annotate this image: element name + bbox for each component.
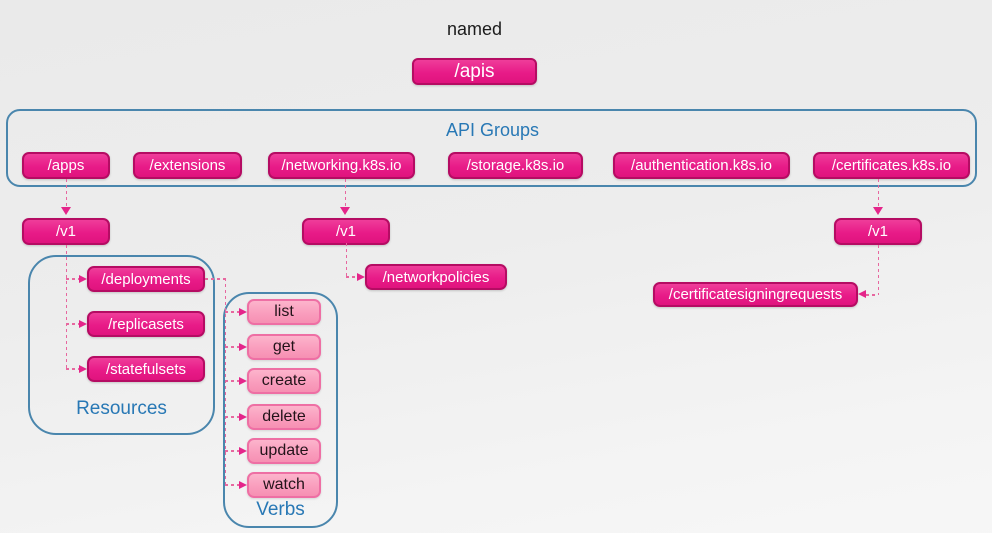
- connector-v1-deployments: [66, 278, 80, 280]
- connector-verb-get: [225, 346, 240, 348]
- node-apis: /apis: [412, 58, 537, 85]
- node-verb-delete: delete: [247, 404, 321, 430]
- node-v1-apps: /v1: [22, 218, 110, 245]
- node-group-apps: /apps: [22, 152, 110, 179]
- node-v1-certificates: /v1: [834, 218, 922, 245]
- node-verb-watch: watch: [247, 472, 321, 498]
- arrowhead-networking-to-v1: [340, 207, 350, 215]
- node-statefulsets: /statefulsets: [87, 356, 205, 382]
- connector-certificates-to-v1: [877, 179, 879, 207]
- node-group-networking: /networking.k8s.io: [268, 152, 415, 179]
- connector-verb-delete: [225, 416, 240, 418]
- connector-v1-csr-v: [877, 245, 879, 295]
- arrowhead-verb-update: [239, 446, 247, 455]
- arrowhead-replicasets: [79, 319, 87, 328]
- arrowhead-apps-to-v1: [61, 207, 71, 215]
- arrowhead-verb-list: [239, 307, 247, 316]
- arrowhead-verb-create: [239, 376, 247, 385]
- node-verb-create: create: [247, 368, 321, 394]
- arrowhead-networkpolicies: [357, 272, 365, 281]
- arrowhead-verb-get: [239, 342, 247, 351]
- arrowhead-certificates-to-v1: [873, 207, 883, 215]
- api-groups-frame: [6, 109, 977, 187]
- arrowhead-deployments: [79, 274, 87, 283]
- verbs-title: Verbs: [256, 499, 305, 520]
- node-group-extensions: /extensions: [133, 152, 242, 179]
- connector-apps-to-v1: [65, 179, 67, 207]
- connector-deployments-to-verbs: [205, 278, 225, 280]
- connector-verb-create: [225, 380, 240, 382]
- named-heading: named: [446, 19, 503, 39]
- connector-verb-update: [225, 450, 240, 452]
- bottom-white-strip: [0, 533, 992, 552]
- node-replicasets: /replicasets: [87, 311, 205, 337]
- node-group-storage: /storage.k8s.io: [448, 152, 583, 179]
- node-deployments: /deployments: [87, 266, 205, 292]
- connector-verbs-trunk: [224, 278, 226, 485]
- resources-title: Resources: [76, 398, 167, 419]
- verbs-frame: [223, 292, 338, 528]
- connector-verb-watch: [225, 484, 240, 486]
- arrowhead-statefulsets: [79, 364, 87, 373]
- api-groups-title: API Groups: [445, 120, 540, 140]
- connector-networking-to-v1: [344, 179, 346, 207]
- resources-frame: [28, 255, 215, 435]
- connector-v1-networkpolicies-h: [346, 276, 358, 278]
- node-verb-list: list: [247, 299, 321, 325]
- node-networkpolicies: /networkpolicies: [365, 264, 507, 290]
- connector-v1-networkpolicies-v: [345, 243, 347, 277]
- node-certificatesigningrequests: /certificatesigningrequests: [653, 282, 858, 307]
- connector-verb-list: [225, 311, 240, 313]
- node-v1-networking: /v1: [302, 218, 390, 245]
- arrowhead-verb-watch: [239, 480, 247, 489]
- connector-v1-csr-h: [866, 294, 878, 296]
- node-group-certificates: /certificates.k8s.io: [813, 152, 970, 179]
- node-verb-update: update: [247, 438, 321, 464]
- arrowhead-certificatesigningrequests: [858, 290, 866, 298]
- arrowhead-verb-delete: [239, 412, 247, 421]
- connector-v1-replicasets: [66, 323, 80, 325]
- node-verb-get: get: [247, 334, 321, 360]
- node-group-authentication: /authentication.k8s.io: [613, 152, 790, 179]
- connector-v1-resources-trunk: [65, 245, 67, 369]
- connector-v1-statefulsets: [66, 368, 80, 370]
